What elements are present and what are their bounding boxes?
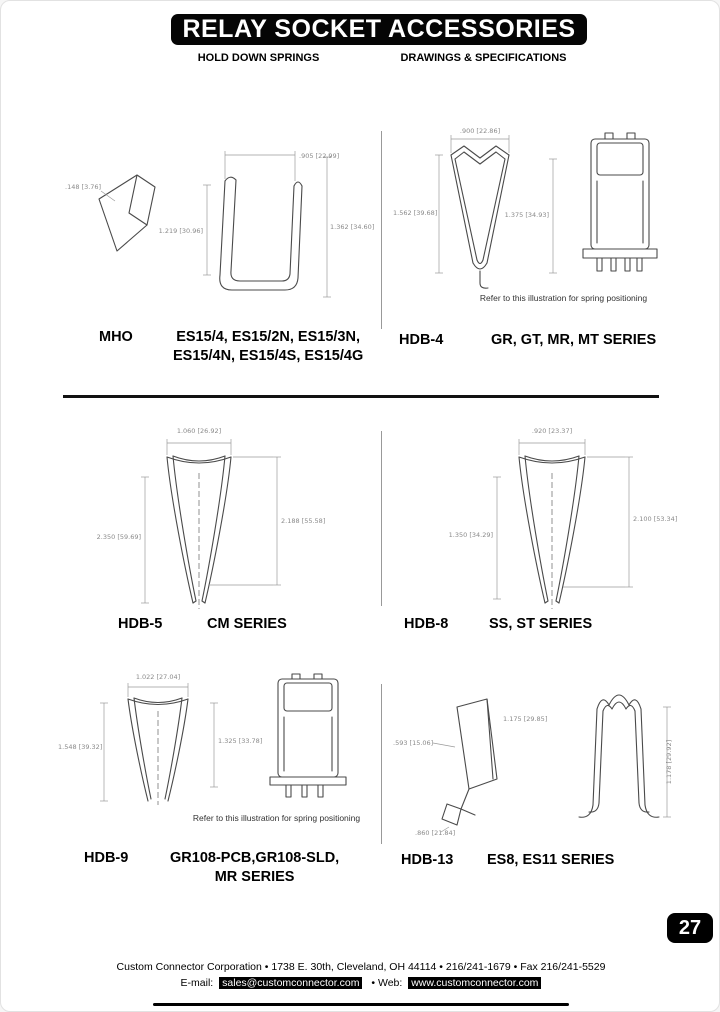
section-label-hdb13: HDB-13 ES8, ES11 SERIES [391,851,676,870]
email-address: sales@customconnector.com [219,977,363,989]
dimension-label: 2.350 [59.69] [97,533,141,541]
section-label-hdb4: HDB-4 GR, GT, MR, MT SERIES [391,331,676,350]
dimension-label: 2.100 [53.34] [633,515,677,523]
dimension-label: .920 [23.37] [532,427,572,435]
dimension-label: 1.362 [34.60] [330,223,374,231]
model-label: HDB-13 [401,852,454,868]
dimension-label: 1.175 [29.85] [503,715,547,723]
dimension-label: 1.548 [39.32] [58,743,102,751]
column-header-drawings-specs: DRAWINGS & SPECIFICATIONS [400,52,567,64]
series-line: MR SERIES [214,869,295,886]
series-line: GR, GT, MR, MT SERIES [491,332,657,348]
series-label: GR108-PCB,GR108-SLD, MR SERIES [170,849,339,887]
hdb5-spring-drawing: 1.060 [26.92] 2.350 [59.69] 2.188 [55.58… [97,427,325,609]
series-line: ES15/4, ES15/2N, ES15/3N, [176,329,360,345]
mho-spring-drawing: .148 [3.76] .905 [22.99] 1.219 [30.96] 1… [65,151,374,298]
dimension-label: 2.188 [55.58] [281,517,325,525]
hdb8-spring-drawing: .920 [23.37] 1.350 [34.29] 2.100 [53.34] [449,427,677,609]
dimension-label: 1.178 [29.92] [665,740,673,784]
section-label-mho: MHO ES15/4, ES15/2N, ES15/3N, ES15/4N, E… [61,328,373,366]
series-label: GR, GT, MR, MT SERIES [491,331,656,350]
series-line: CM SERIES [207,616,287,632]
model-label: HDB-9 [84,850,129,866]
positioning-note-hdb9: Refer to this illustration for spring po… [192,813,361,823]
dimension-label: 1.219 [30.96] [159,227,203,235]
email-label: E-mail: [180,977,214,989]
divider-horizontal [63,395,659,398]
dimension-label: 1.350 [34.29] [449,531,493,539]
web-address: www.customconnector.com [408,977,542,989]
dimension-label: .860 [21.84] [415,829,455,837]
divider-vertical-row3 [381,684,382,844]
series-line: GR108-PCB,GR108-SLD, [170,850,340,866]
footer-contact-line: E-mail: sales@customconnector.com • Web:… [1,977,719,989]
dimension-label: .900 [22.86] [460,127,500,135]
hdb13-spring-drawing: .593 [15.06] 1.175 [29.85] .860 [21.84] … [393,694,673,837]
dimension-label: .905 [22.99] [299,152,339,160]
divider-vertical-row2 [381,431,382,606]
model-label: HDB-4 [399,332,444,348]
hdb4-spring-drawing: .900 [22.86] 1.562 [39.68] 1.375 [34.93] [393,127,658,289]
series-label: ES8, ES11 SERIES [487,851,614,870]
model-label: MHO [99,329,133,345]
section-label-hdb8: HDB-8 SS, ST SERIES [391,615,681,634]
series-label: CM SERIES [207,615,287,634]
dimension-label: .148 [3.76] [65,183,101,191]
dimension-label: 1.022 [27.04] [136,673,180,681]
footer-address-line: Custom Connector Corporation • 1738 E. 3… [116,961,606,973]
section-label-hdb9: HDB-9 GR108-PCB,GR108-SLD, MR SERIES [56,849,376,887]
series-line: ES8, ES11 SERIES [487,852,615,868]
dimension-label: 1.060 [26.92] [177,427,221,435]
dimension-label: .593 [15.06] [393,739,433,747]
positioning-note-hdb4: Refer to this illustration for spring po… [479,293,648,303]
hdb9-spring-drawing: 1.022 [27.04] 1.548 [39.32] 1.325 [33.78… [58,673,347,805]
page-number-badge: 27 [667,913,713,943]
page-title: RELAY SOCKET ACCESSORIES [171,14,587,45]
dimension-label: 1.562 [39.68] [393,209,437,217]
dimension-label: 1.325 [33.78] [218,737,262,745]
divider-vertical-row1 [381,131,382,329]
column-header-hold-down-springs: HOLD DOWN SPRINGS [197,52,320,64]
series-label: ES15/4, ES15/2N, ES15/3N, ES15/4N, ES15/… [173,328,363,366]
model-label: HDB-8 [404,616,449,632]
footer-rule [153,1003,569,1006]
dimension-label: 1.375 [34.93] [505,211,549,219]
model-label: HDB-5 [118,616,163,632]
section-label-hdb5: HDB-5 CM SERIES [61,615,371,634]
web-label: • Web: [371,977,403,989]
series-line: SS, ST SERIES [489,616,593,632]
series-line: ES15/4N, ES15/4S, ES15/4G [173,348,364,365]
series-label: SS, ST SERIES [489,615,592,634]
